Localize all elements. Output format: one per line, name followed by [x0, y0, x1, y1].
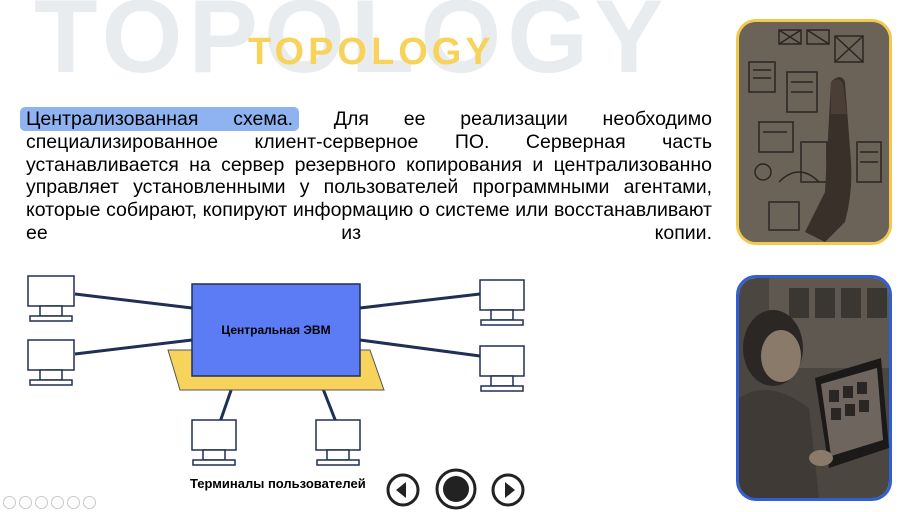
slide-tool-icon[interactable]	[19, 496, 32, 509]
chevron-right-icon[interactable]	[490, 472, 526, 508]
slide-tool-icon[interactable]	[83, 496, 96, 509]
terminal-middle-left	[27, 339, 75, 386]
description-paragraph: Централизованная схема. Для ее реализаци…	[20, 107, 713, 245]
slide-tool-icon[interactable]	[35, 496, 48, 509]
background-watermark-title: TOPOLOGY	[34, 0, 670, 95]
slide-title: TOPOLOGY	[248, 31, 495, 73]
terminal-bottom-right	[315, 419, 361, 466]
slide-tool-icon[interactable]	[67, 496, 80, 509]
central-computer-label: Центральная ЭВМ	[221, 323, 330, 337]
terminal-bottom-left	[191, 419, 237, 466]
slide-toolbar	[3, 496, 96, 509]
slide-tool-icon[interactable]	[3, 496, 16, 509]
terminals-label: Терминалы пользователей	[190, 476, 366, 491]
terminal-top-right	[479, 279, 525, 326]
connection-lines	[74, 292, 481, 423]
chevron-left-icon[interactable]	[385, 472, 421, 508]
description-text: Для ее реализации необходимо специализир…	[26, 108, 713, 244]
highlighted-term: Централизованная схема.	[20, 107, 300, 131]
whiteboard-sketch-photo	[736, 19, 892, 245]
terminal-middle-right	[479, 345, 525, 392]
woman-laptop-photo	[736, 275, 892, 501]
network-diagram: Центральная ЭВМ	[27, 275, 525, 466]
circle-icon[interactable]	[433, 466, 479, 512]
central-computer-box	[191, 283, 361, 377]
terminal-top-left	[27, 275, 75, 322]
slide-tool-icon[interactable]	[51, 496, 64, 509]
